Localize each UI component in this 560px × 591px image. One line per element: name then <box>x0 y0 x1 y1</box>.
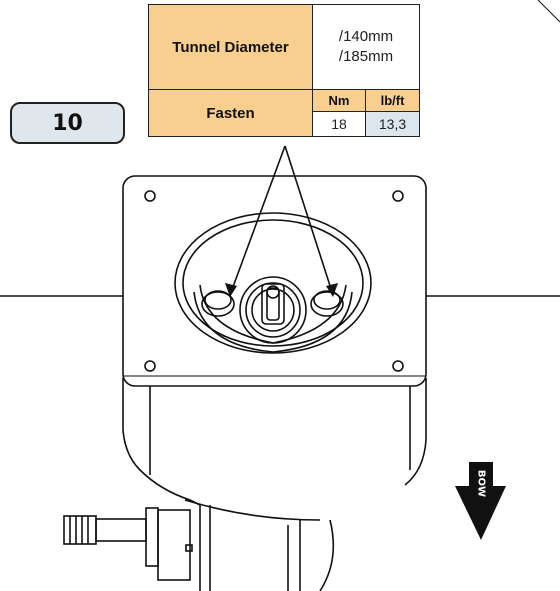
motor-housing <box>122 378 427 591</box>
bolt-right <box>310 290 344 317</box>
arrowhead-right <box>326 283 338 297</box>
unit-nm: Nm <box>312 88 366 113</box>
motor-shaft <box>239 276 307 344</box>
flange-hole <box>392 190 404 202</box>
motor-opening <box>174 212 372 354</box>
diameter-values: /140mm /185mm <box>312 4 420 90</box>
bow-direction-arrow-icon <box>455 462 506 540</box>
tunnel-diameter-label: Tunnel Diameter <box>148 4 313 90</box>
arrowhead-left <box>225 283 237 297</box>
diameter-value: /185mm <box>338 48 394 65</box>
bolt-left <box>201 290 235 317</box>
unit-lbft: lb/ft <box>365 88 420 113</box>
bow-label: BOW <box>475 469 487 498</box>
mounting-flange <box>122 175 427 387</box>
flange-hole <box>144 360 156 372</box>
torque-spec-table: Tunnel Diameter /140mm /185mm Fasten Nm … <box>148 4 420 137</box>
torque-lbft-value: 13,3 <box>365 111 420 137</box>
step-number-badge: 10 <box>10 102 125 144</box>
fasten-arrows <box>229 145 334 296</box>
diameter-value: /140mm <box>338 28 394 45</box>
fasten-label: Fasten <box>148 89 313 137</box>
flange-hole <box>144 190 156 202</box>
torque-nm-value: 18 <box>312 111 366 137</box>
cable-connector <box>63 507 193 581</box>
flange-hole <box>392 360 404 372</box>
corner-line <box>537 0 560 23</box>
